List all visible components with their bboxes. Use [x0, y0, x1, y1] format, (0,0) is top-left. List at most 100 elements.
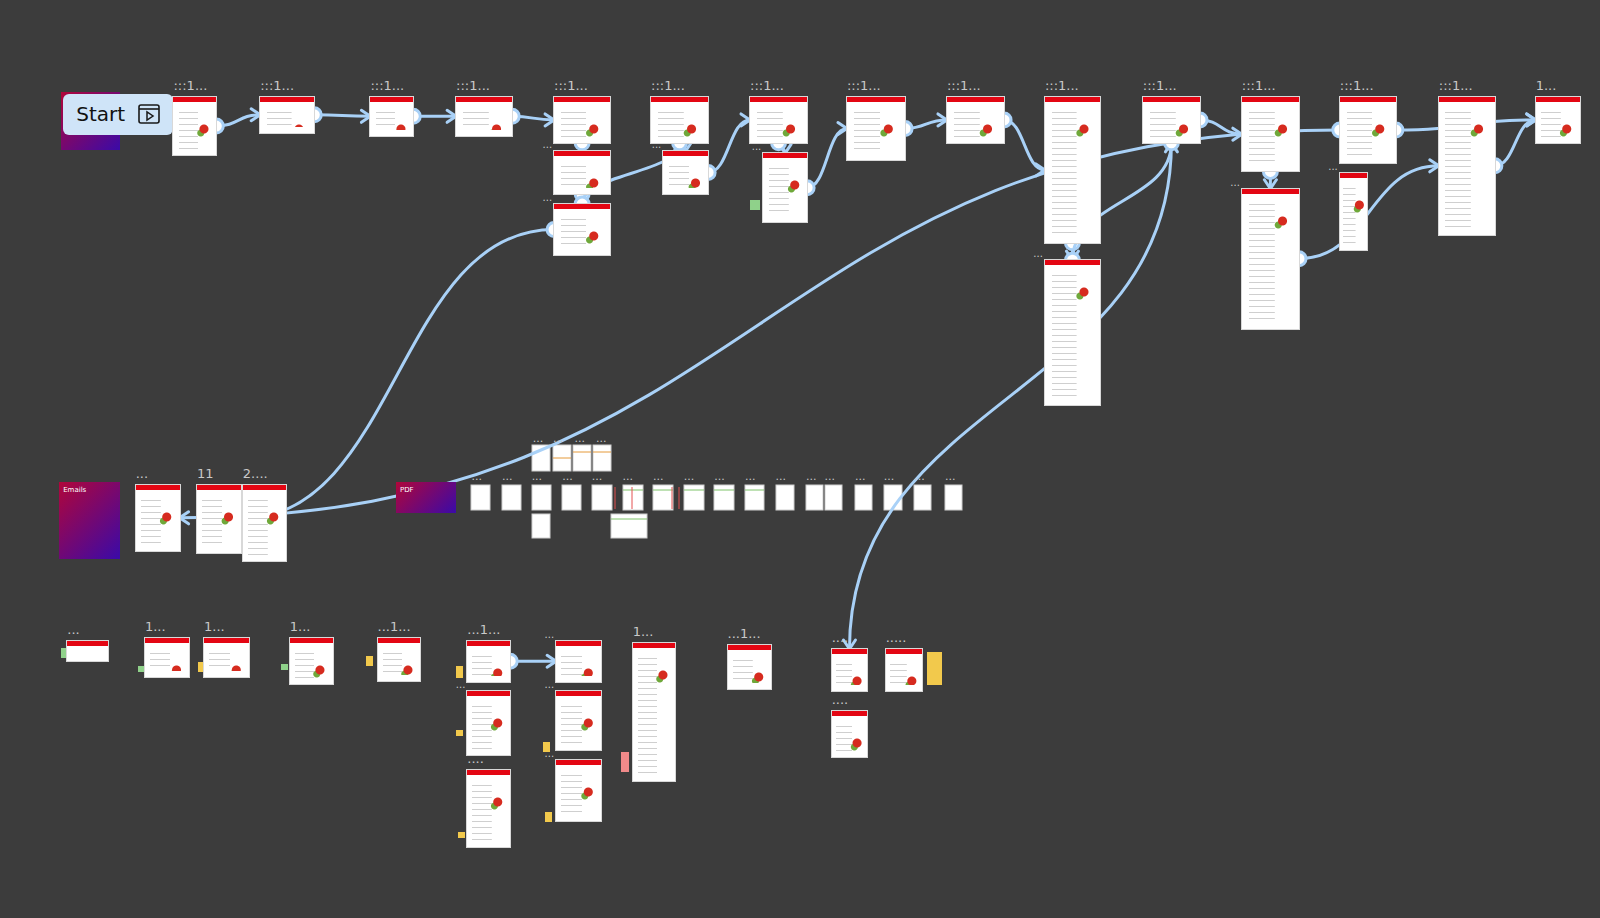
frame-title: ... — [545, 748, 555, 759]
prototype-connector — [307, 108, 370, 123]
frame-title: ... — [543, 192, 553, 203]
screen-frame: 1... — [290, 638, 333, 684]
frame-title: :::1... — [370, 79, 404, 93]
connector-line — [1004, 120, 1045, 170]
frame-title: :::1... — [651, 79, 685, 93]
frame-title: ... — [653, 471, 664, 483]
prototype-connector — [209, 109, 260, 133]
section-title: Emails — [63, 486, 86, 494]
frame-title: ... — [1230, 177, 1240, 188]
arrow-head — [1430, 160, 1439, 172]
prototype-connector — [701, 114, 750, 180]
prototype-connector — [843, 136, 1178, 649]
screen-frame: :::1... — [651, 97, 708, 143]
frame-title: ... — [574, 433, 585, 445]
frame-title: ... — [714, 471, 725, 483]
screen-frame: .... — [467, 770, 510, 847]
screen-frame: .... — [832, 711, 868, 757]
arrow-head — [938, 114, 947, 126]
screen-frame: :::1... — [554, 97, 610, 143]
screen-frame: 11 — [197, 485, 241, 553]
prototype-connector — [241, 223, 561, 525]
connector-line — [708, 120, 750, 173]
pdf-thumbnails — [471, 445, 962, 538]
arrow-head — [1264, 180, 1276, 189]
section-cover: Emails — [59, 482, 120, 560]
arrow-head — [741, 114, 750, 126]
frame-title: ... — [67, 623, 79, 637]
arrow-head — [547, 655, 556, 667]
screen-frame: 1... — [633, 643, 676, 781]
screen-frame: ..... — [886, 649, 923, 691]
frame-title: ... — [543, 139, 553, 150]
frame-title: ... — [545, 679, 555, 690]
frame-title: :::1... — [1143, 79, 1177, 93]
frame-title: :::1... — [260, 79, 294, 93]
screen-frame: ... — [556, 691, 601, 750]
frame-title: ... — [622, 471, 633, 483]
frame-title: .... — [832, 631, 849, 645]
frame-title: :::1... — [456, 79, 490, 93]
screen-frame: :::1... — [947, 97, 1004, 143]
frame-title: :::1... — [1340, 79, 1374, 93]
frame-title: ... — [562, 471, 573, 483]
play-icon — [137, 102, 161, 126]
arrow-head — [361, 110, 370, 122]
frame-title: ...1... — [467, 623, 500, 637]
frame-title: .... — [467, 752, 484, 766]
screen-frame: :::1... — [1242, 97, 1299, 171]
arrow-head — [1527, 114, 1536, 126]
frame-title: ... — [502, 471, 513, 483]
screen-frame: ... — [136, 485, 180, 551]
frame-title: 1... — [633, 625, 654, 639]
frame-title: 1... — [290, 620, 311, 634]
frame-title: ... — [471, 471, 482, 483]
section-title: PDF — [400, 486, 414, 494]
connector-line — [1299, 166, 1439, 259]
connector-line — [807, 129, 847, 188]
screen-frame: ... — [1242, 189, 1299, 329]
frame-title: 2.... — [243, 467, 268, 481]
frame-title: ... — [553, 433, 564, 445]
screen-frame: ... — [554, 204, 610, 255]
frame-title: ... — [136, 467, 148, 481]
screen-frame: 1... — [204, 638, 249, 677]
arrow-head — [180, 512, 189, 524]
frame-title: ... — [745, 471, 756, 483]
frame-title: ..... — [886, 631, 907, 645]
frame-title: ... — [596, 433, 607, 445]
screen-frame: ... — [467, 691, 510, 755]
prototype-connector — [1292, 160, 1439, 266]
screen-frame: 2.... — [243, 485, 286, 562]
screen-frame: ... — [1340, 173, 1368, 250]
screen-frame: :::1... — [750, 97, 807, 143]
arrow-head — [838, 123, 847, 135]
screen-frame: :::1... — [370, 97, 413, 136]
connector-line — [241, 230, 554, 519]
prototype-connector — [406, 109, 456, 123]
screen-frame: :::1... — [173, 97, 216, 155]
frame-title: ... — [592, 471, 603, 483]
frame-title: :::1... — [847, 79, 881, 93]
frame-title: ... — [776, 471, 787, 483]
frame-title: :::1... — [554, 79, 588, 93]
frame-title: ... — [914, 471, 925, 483]
frame-title: ... — [1328, 161, 1338, 172]
frame-title: ... — [652, 139, 662, 150]
frame-title: ... — [1033, 248, 1043, 259]
frame-title: 11 — [197, 467, 214, 481]
frame-title: ... — [752, 141, 762, 152]
screen-frame: 1... — [145, 638, 189, 677]
frame-title: :::1... — [1045, 79, 1079, 93]
connector-line — [180, 130, 1340, 518]
sticky-notes — [61, 200, 1054, 838]
frame-title: ... — [806, 471, 817, 483]
screen-frame: :::1... — [847, 97, 905, 160]
frame-title: ... — [824, 471, 835, 483]
screen-frame: ... — [556, 641, 601, 682]
prototype-connector — [180, 123, 1347, 524]
screen-frame: ... — [556, 760, 601, 821]
arrow-head — [545, 114, 554, 126]
prototype-connector — [503, 654, 556, 668]
